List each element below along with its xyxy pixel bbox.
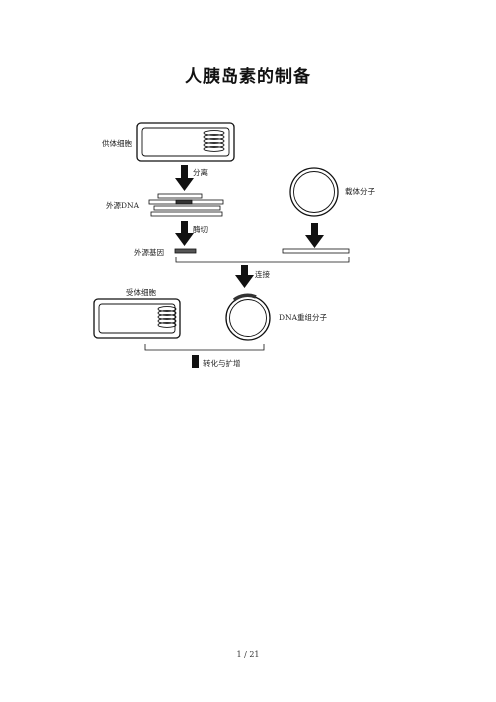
- label-vector-molecule: 载体分子: [345, 187, 375, 196]
- donor-cell-shape: [136, 122, 235, 162]
- label-transform-amplify: 转化与扩增: [203, 359, 241, 368]
- transform-bracket: [144, 344, 265, 351]
- foreign-gene-fragment: [174, 248, 197, 254]
- page-title: 人胰岛素的制备: [185, 67, 311, 87]
- recombinant-plasmid: [225, 293, 271, 341]
- label-ligate: 连接: [255, 270, 270, 279]
- vector-plasmid: [289, 167, 339, 217]
- label-donor-cell: 供体细胞: [102, 139, 132, 148]
- ligation-bracket: [175, 257, 350, 263]
- arrow-vector-cut: [305, 223, 324, 248]
- arrow-cut: [175, 221, 194, 246]
- transform-marker: [192, 355, 199, 368]
- label-recombinant-dna: DNA重组分子: [279, 313, 327, 322]
- page-indicator: 1 / 21: [236, 650, 260, 659]
- label-cut: 酶切: [193, 225, 208, 234]
- label-separate: 分离: [193, 168, 208, 177]
- arrow-ligate: [235, 265, 254, 288]
- foreign-dna-strands: [148, 193, 224, 217]
- label-foreign-gene: 外源基因: [134, 248, 164, 257]
- recipient-cell-shape: [93, 298, 181, 339]
- label-foreign-dna: 外源DNA: [106, 201, 139, 210]
- label-recipient-cell: 受体细胞: [126, 288, 156, 297]
- arrow-separate: [175, 165, 194, 191]
- linearized-vector: [282, 248, 350, 254]
